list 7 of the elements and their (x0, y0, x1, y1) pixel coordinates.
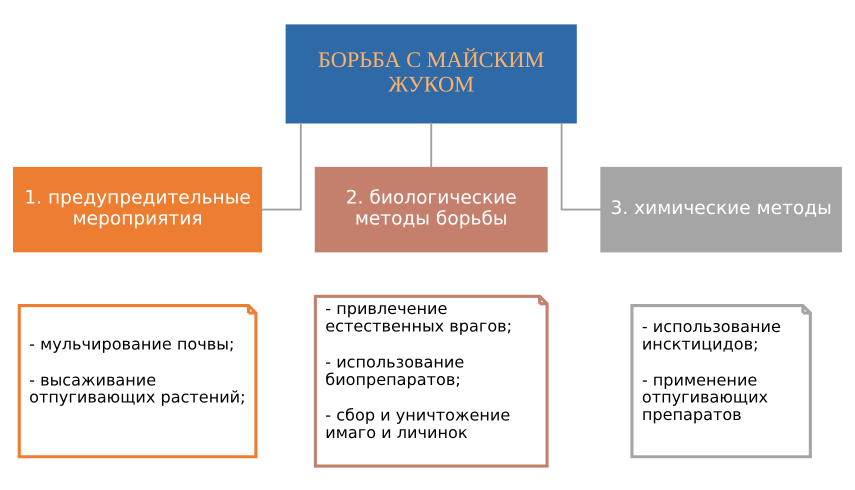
node-box: 3. химические методы (600, 166, 842, 252)
connector (560, 122, 601, 210)
connector (262, 122, 302, 210)
connector (430, 122, 432, 167)
node-box: 2. биологические методы борьбы (314, 166, 548, 252)
node-box: БОРЬБА С МАЙСКИМ ЖУКОМ (286, 24, 577, 123)
node-box: 1. предупредительные мероприятия (13, 166, 262, 252)
